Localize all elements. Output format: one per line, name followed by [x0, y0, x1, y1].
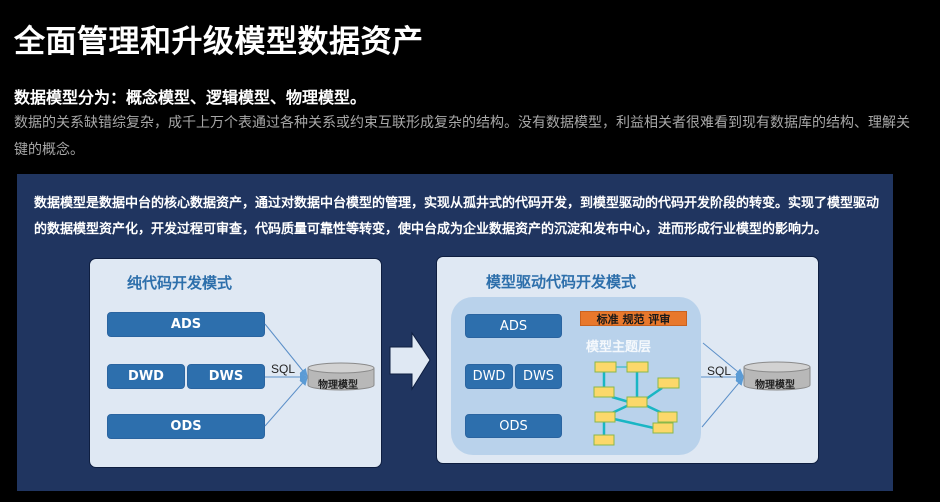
model-node	[652, 422, 674, 434]
left-database-icon	[307, 362, 375, 391]
left-sql-label: SQL	[271, 362, 296, 376]
model-node	[657, 411, 678, 423]
theme-layer-label: 模型主题层	[586, 340, 652, 355]
model-node	[594, 361, 617, 373]
right-ads-layer: ADS	[465, 314, 562, 338]
standards-review-label: 标准 规范 评审	[580, 311, 687, 326]
right-arrow-icon	[389, 331, 431, 391]
right-dwd-layer: DWD	[465, 364, 513, 389]
right-ods-layer: ODS	[465, 414, 562, 438]
model-driven-mode-title: 模型驱动代码开发模式	[486, 273, 637, 291]
page-title: 全面管理和升级模型数据资产	[14, 24, 424, 60]
subheading: 数据模型分为：概念模型、逻辑模型、物理模型。	[14, 88, 367, 107]
left-ads-layer: ADS	[107, 312, 265, 337]
model-node	[657, 377, 680, 389]
left-physical-model-label: 物理模型	[318, 380, 358, 391]
description-text: 数据的关系缺错综复杂，成千上万个表通过各种关系或约束互联形成复杂的结构。没有数据…	[14, 115, 910, 158]
left-dwd-layer: DWD	[107, 364, 185, 389]
model-node	[593, 386, 615, 398]
model-node	[593, 434, 615, 446]
right-physical-model-label: 物理模型	[755, 380, 795, 391]
model-node	[626, 361, 649, 373]
left-ods-layer: ODS	[107, 414, 265, 439]
right-dws-layer: DWS	[515, 364, 562, 389]
panel-description: 数据模型是数据中台的核心数据资产，通过对数据中台模型的管理，实现从孤井式的代码开…	[34, 196, 880, 237]
model-node	[594, 411, 616, 423]
model-node	[626, 396, 648, 408]
code-only-mode-title: 纯代码开发模式	[127, 274, 233, 292]
right-sql-label: SQL	[707, 364, 732, 378]
left-dws-layer: DWS	[187, 364, 265, 389]
right-database-icon	[743, 361, 811, 391]
